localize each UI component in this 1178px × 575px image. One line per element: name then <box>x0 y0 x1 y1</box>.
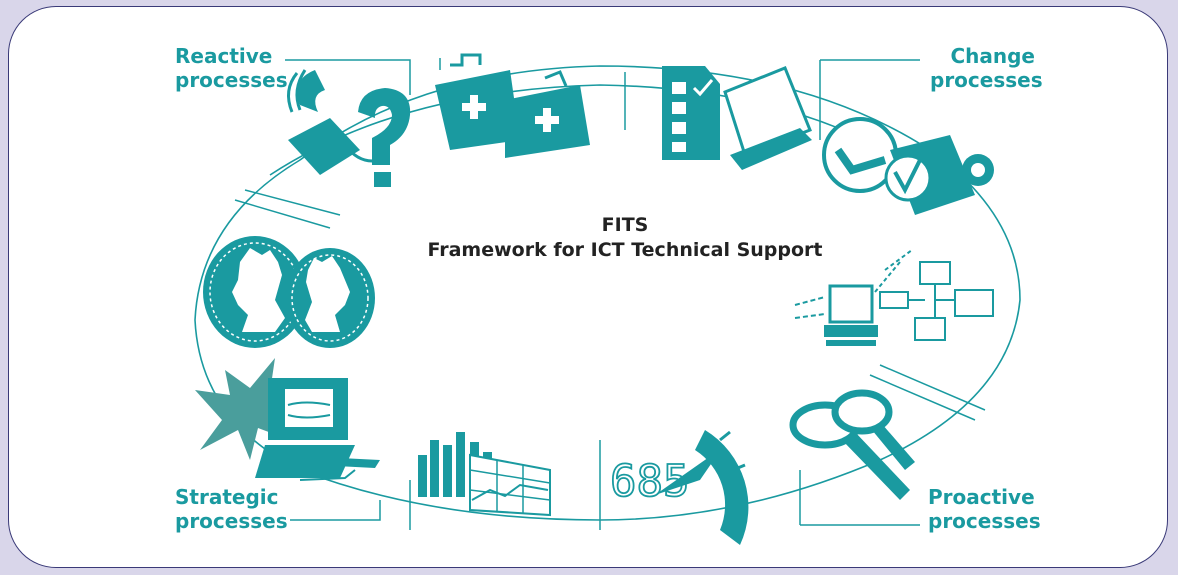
first-aid-kit-icon <box>435 53 590 158</box>
magnifier-icon <box>789 389 915 500</box>
label-strategic-processes: Strategic processes <box>175 485 288 533</box>
diagram-card <box>8 6 1168 568</box>
label-proactive-processes: Proactive processes <box>928 485 1041 533</box>
speedometer-icon: 685 <box>609 430 749 545</box>
diagram-title-block: FITS Framework for ICT Technical Support <box>395 213 855 263</box>
proactive-line1: Proactive <box>928 485 1035 509</box>
label-reactive-processes: Reactive processes <box>175 44 288 92</box>
strategic-line1: Strategic <box>175 485 279 509</box>
change-line2: processes <box>930 68 1043 92</box>
reactive-line2: processes <box>175 68 288 92</box>
network-monitor-icon <box>794 249 994 346</box>
bar-chart-icon <box>418 432 551 517</box>
telephone-question-icon <box>286 69 411 187</box>
reactive-line1: Reactive <box>175 44 273 68</box>
diagram-subtitle: Framework for ICT Technical Support <box>427 239 823 261</box>
quadrant-dividers <box>234 58 986 530</box>
strategic-line2: processes <box>175 509 288 533</box>
crash-computer-icon <box>195 358 380 481</box>
proactive-line2: processes <box>928 509 1041 533</box>
diagram-title: FITS <box>601 214 649 236</box>
checklist-laptop-icon <box>662 66 812 170</box>
label-change-processes: Change processes <box>930 44 1043 92</box>
change-line1: Change <box>950 44 1035 68</box>
mirror-heads-icon <box>203 236 375 348</box>
checked-folders-icon <box>822 117 994 215</box>
